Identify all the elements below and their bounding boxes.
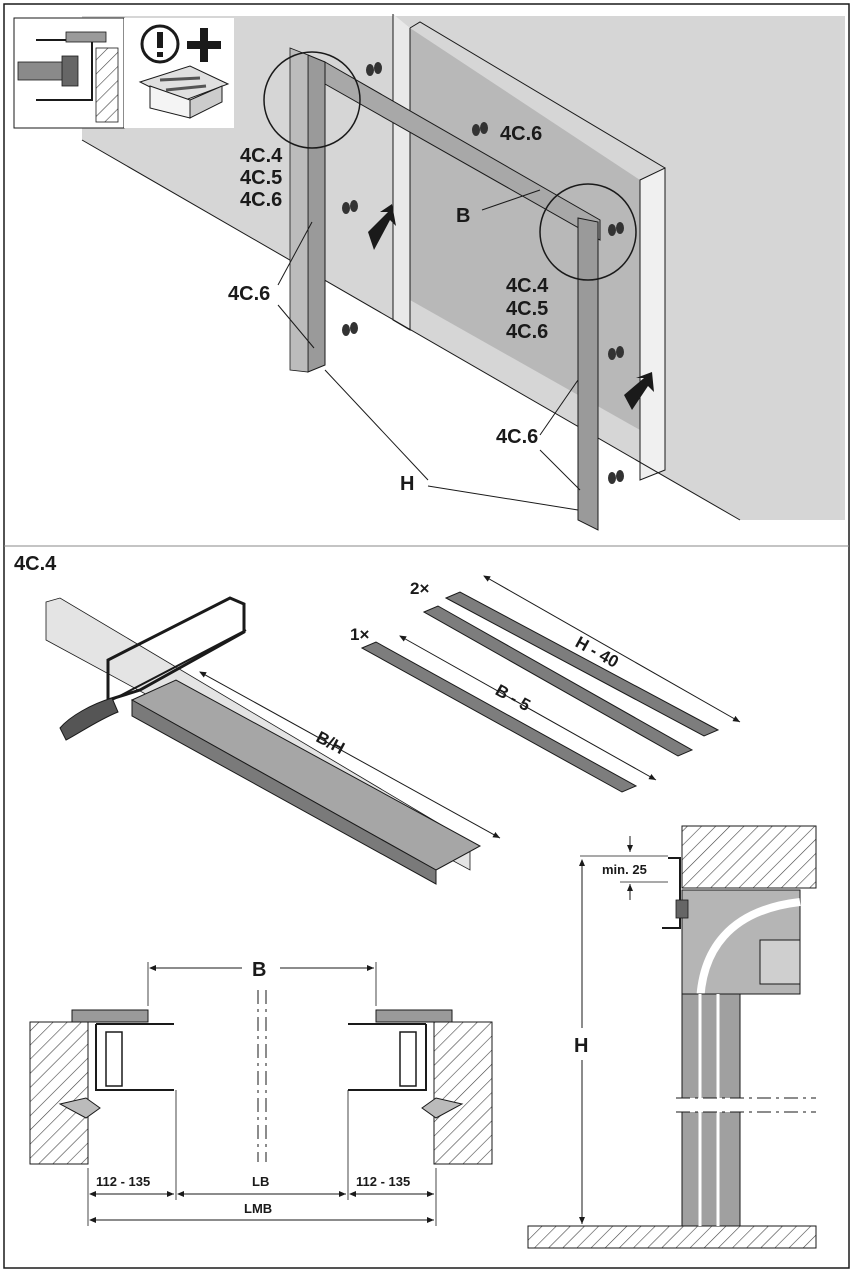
page-border xyxy=(3,3,850,1269)
right-range-label: 112 - 135 xyxy=(356,1174,410,1189)
ceiling xyxy=(681,825,817,889)
rail-qty-2: 2× xyxy=(410,579,429,598)
hacksaw-icon xyxy=(59,596,247,741)
left-profile xyxy=(307,54,326,373)
beam-label: B xyxy=(456,205,470,227)
top-view: 4C.4 4C.5 4C.6 4C.6 4C.6 B 4C.4 4C.5 4C.… xyxy=(13,14,845,531)
right-profile xyxy=(577,217,599,531)
left-ref-1: 4C.4 xyxy=(240,145,283,167)
cut-piece xyxy=(130,679,482,871)
min-clearance-label: min. 25 xyxy=(602,862,647,877)
rail-h-2 xyxy=(422,605,694,757)
warning-plus-icon xyxy=(140,24,221,64)
height-label: H xyxy=(400,473,414,495)
push-arrow-left xyxy=(368,204,396,250)
plan-width-label: B xyxy=(252,959,266,981)
right-lower-ref: 4C.6 xyxy=(496,426,538,448)
detail-circle-left xyxy=(263,51,361,149)
cut-section: 4C.4 B/H 2× H - 40 1× B - 5 xyxy=(14,553,741,885)
side-section: min. 25 H xyxy=(527,825,820,1249)
left-ref-2: 4C.5 xyxy=(240,167,282,189)
package-box-icon xyxy=(138,65,230,119)
right-ref-3: 4C.6 xyxy=(506,321,548,343)
left-lower-ref: 4C.6 xyxy=(228,283,270,305)
push-arrow-right xyxy=(624,372,654,410)
beam-ref: 4C.6 xyxy=(500,123,542,145)
right-wall xyxy=(433,1021,493,1165)
detail-circle-right xyxy=(539,183,637,281)
screw-washers xyxy=(342,62,624,484)
rail-qty-1: 1× xyxy=(350,625,369,644)
side-height-label: H xyxy=(574,1035,588,1057)
plan-section: B 112 - 135 LB 112 - 135 LMB xyxy=(29,959,493,1226)
total-label: LMB xyxy=(244,1201,272,1216)
left-ref-3: 4C.6 xyxy=(240,189,282,211)
right-ref-2: 4C.5 xyxy=(506,298,548,320)
floor xyxy=(527,1225,817,1249)
cut-section-title: 4C.4 xyxy=(14,553,57,575)
left-range-label: 112 - 135 xyxy=(96,1174,150,1189)
center-label: LB xyxy=(252,1174,269,1189)
right-ref-1: 4C.4 xyxy=(506,275,549,297)
left-wall xyxy=(29,1021,89,1165)
